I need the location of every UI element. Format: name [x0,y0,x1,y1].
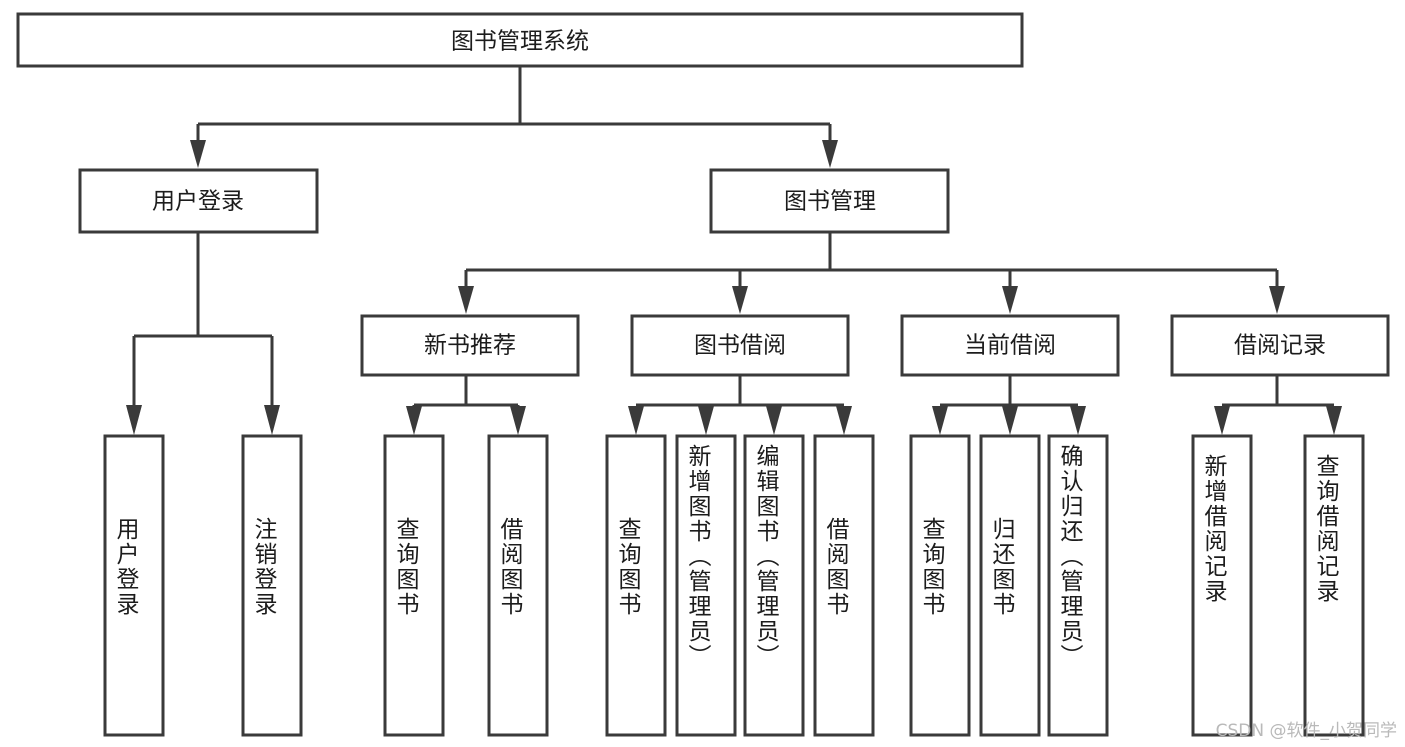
node-current-borrow[interactable]: 当前借阅 [900,314,1120,377]
leaf-edit-book-label: 编辑图书（管理员） [752,444,780,669]
arrow-head-leaf-return-book [1002,406,1018,435]
node-book-borrow[interactable]: 图书借阅 [630,314,850,377]
node-new-book-recommend[interactable]: 新书推荐 [360,314,580,377]
node-root-label: 图书管理系统 [451,29,589,55]
leaf-confirm-return[interactable]: 确认归还（管理员） [1047,434,1109,737]
arrow-head-new-book [458,286,474,314]
connector-group-user-login [126,232,280,435]
leaf-return-book[interactable]: 归还图书 [979,434,1041,737]
connector-group-new-book [406,375,526,435]
leaf-logout-label: 注销登录 [250,517,278,617]
node-user-login-label: 用户登录 [152,189,244,215]
leaf-query-borrow-record-label: 查询借阅记录 [1312,454,1340,604]
arrow-head-borrow-records [1269,286,1285,314]
arrow-head-book-mgmt [822,140,838,168]
node-current-borrow-label: 当前借阅 [964,333,1056,359]
leaf-borrow-book-borrow-label: 借阅图书 [822,517,850,617]
leaf-confirm-return-box[interactable] [1047,434,1109,737]
leaf-query-book-current[interactable]: 查询图书 [909,434,971,737]
node-book-management-label: 图书管理 [784,189,876,215]
arrow-head-leaf-confirm-return [1070,406,1086,435]
leaf-borrow-book-recommend-label: 借阅图书 [496,517,524,617]
node-borrow-records-box[interactable] [1170,314,1390,377]
arrow-head-current-borrow [1002,286,1018,314]
node-user-login-box[interactable] [78,168,319,234]
leaf-borrow-book-recommend-box[interactable] [487,434,549,737]
arrow-head-leaf-query-book-2 [628,406,644,435]
node-root-box[interactable] [16,12,1024,68]
leaf-user-login-box[interactable] [103,434,165,737]
node-user-login[interactable]: 用户登录 [78,168,319,234]
watermark: CSDN @软件_小贺同学 [1215,721,1397,741]
arrow-head-book-borrow [732,286,748,314]
leaf-logout[interactable]: 注销登录 [241,434,303,737]
arrow-head-leaf-add-book [698,406,714,435]
leaf-query-book-borrow[interactable]: 查询图书 [605,434,667,737]
arrow-head-leaf-borrow-book-1 [510,406,526,435]
leaf-query-book-borrow-label: 查询图书 [614,517,642,617]
leaf-edit-book[interactable]: 编辑图书（管理员） [743,434,805,737]
node-book-management[interactable]: 图书管理 [709,168,950,234]
connector-group-borrow-records [1214,375,1342,435]
leaf-query-borrow-record[interactable]: 查询借阅记录 [1303,434,1365,737]
connector-group-current-borrow [932,375,1086,435]
node-book-borrow-label: 图书借阅 [694,333,786,359]
leaf-add-book[interactable]: 新增图书（管理员） [675,434,737,737]
node-root[interactable]: 图书管理系统 [16,12,1024,68]
connector-group-book-borrow [628,375,852,435]
leaf-confirm-return-label: 确认归还（管理员） [1056,444,1084,669]
leaf-add-borrow-record[interactable]: 新增借阅记录 [1191,434,1253,737]
connector-group-book-mgmt [458,232,1285,314]
leaf-add-book-box[interactable] [675,434,737,737]
node-current-borrow-box[interactable] [900,314,1120,377]
leaf-user-login-label: 用户登录 [112,517,140,617]
leaf-logout-box[interactable] [241,434,303,737]
node-new-book-recommend-box[interactable] [360,314,580,377]
node-book-borrow-box[interactable] [630,314,850,377]
node-new-book-recommend-label: 新书推荐 [424,333,516,359]
leaf-borrow-book-borrow-box[interactable] [813,434,875,737]
node-book-management-box[interactable] [709,168,950,234]
leaf-edit-book-box[interactable] [743,434,805,737]
arrow-head-user-login [190,140,206,168]
leaf-add-borrow-record-label: 新增借阅记录 [1200,454,1228,604]
leaf-query-book-recommend-label: 查询图书 [392,517,420,617]
arrow-head-leaf-query-book-1 [406,406,422,435]
arrow-head-leaf-query-book-3 [932,406,948,435]
leaf-return-book-label: 归还图书 [988,517,1016,617]
arrow-head-leaf-query-record [1326,406,1342,435]
node-borrow-records[interactable]: 借阅记录 [1170,314,1390,377]
leaf-query-book-recommend-box[interactable] [383,434,445,737]
leaf-query-book-borrow-box[interactable] [605,434,667,737]
leaf-borrow-book-borrow[interactable]: 借阅图书 [813,434,875,737]
leaf-add-book-label: 新增图书（管理员） [684,444,712,669]
arrow-head-leaf-edit-book [766,406,782,435]
arrow-head-leaf-logout [264,405,280,435]
leaf-user-login[interactable]: 用户登录 [103,434,165,737]
connector-group-root [190,66,838,168]
leaf-add-borrow-record-box[interactable] [1191,434,1253,737]
arrow-head-leaf-user-login [126,405,142,435]
leaf-borrow-book-recommend[interactable]: 借阅图书 [487,434,549,737]
leaf-return-book-box[interactable] [979,434,1041,737]
leaf-query-book-current-label: 查询图书 [918,517,946,617]
leaf-query-book-recommend[interactable]: 查询图书 [383,434,445,737]
leaf-query-borrow-record-box[interactable] [1303,434,1365,737]
node-borrow-records-label: 借阅记录 [1234,333,1326,359]
arrow-head-leaf-add-record [1214,406,1230,435]
arrow-head-leaf-borrow-book-2 [836,406,852,435]
leaf-query-book-current-box[interactable] [909,434,971,737]
